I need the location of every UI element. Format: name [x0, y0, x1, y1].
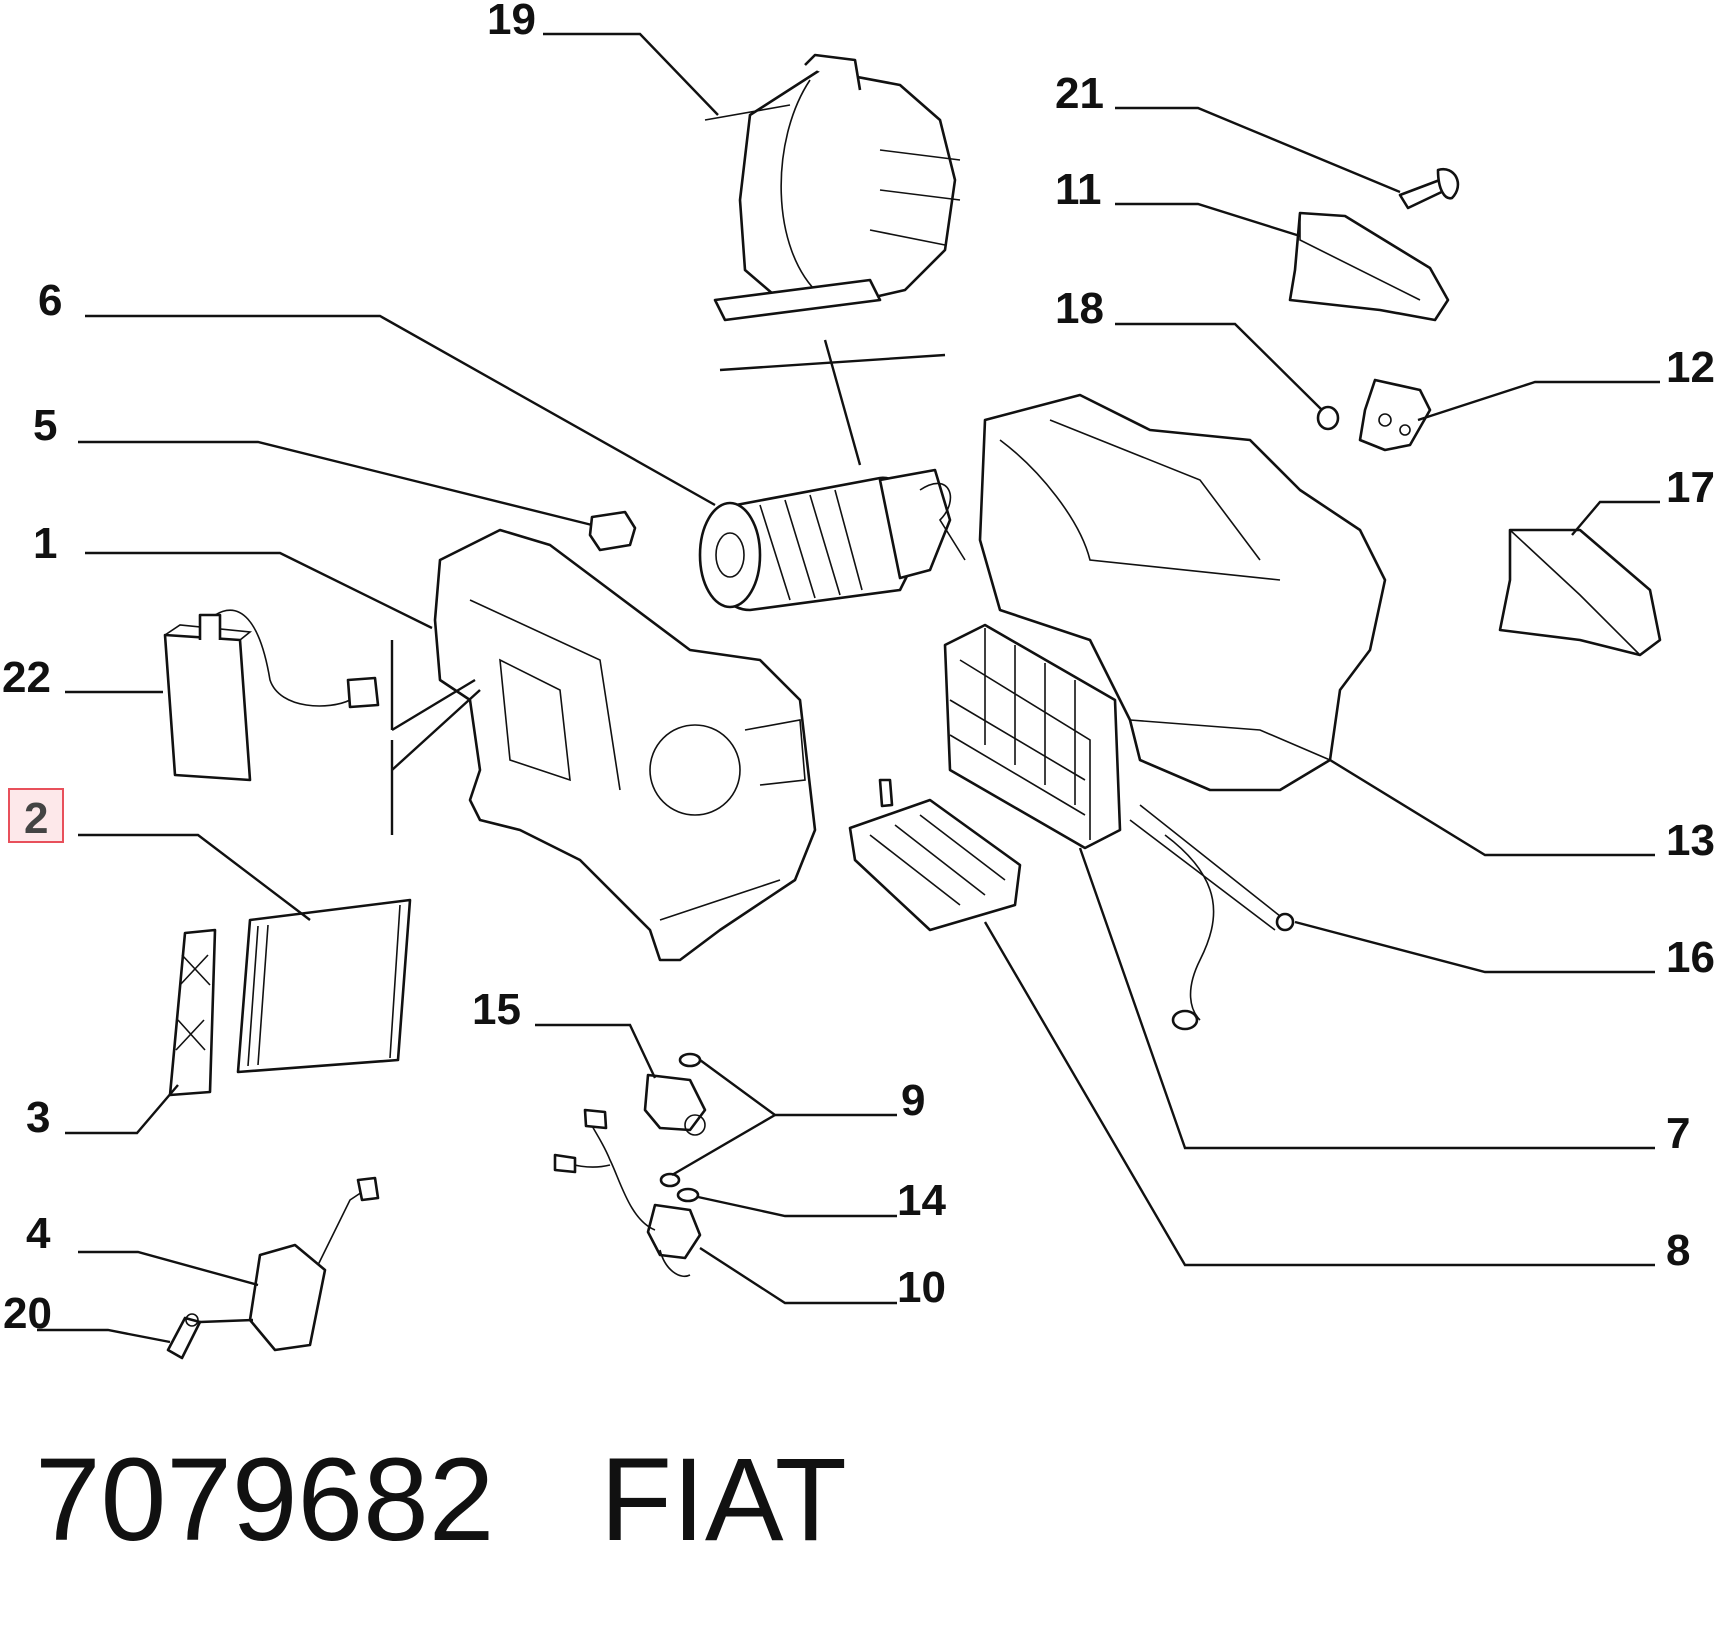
part-9-o-rings[interactable] [659, 1052, 702, 1188]
callout-19[interactable]: 19 [487, 0, 536, 44]
part-8-heater-core[interactable] [848, 778, 1022, 932]
callout-4[interactable]: 4 [26, 1209, 51, 1258]
callout-16[interactable]: 16 [1666, 933, 1715, 982]
callout-2[interactable]: 2 [24, 794, 48, 843]
callout-21[interactable]: 21 [1055, 69, 1104, 118]
part-1-heater-box[interactable] [433, 528, 817, 962]
part-2-cabin-filter[interactable] [236, 898, 412, 1074]
part-14-o-ring[interactable] [676, 1187, 700, 1203]
callout-12[interactable]: 12 [1666, 343, 1715, 392]
callout-15[interactable]: 15 [472, 985, 521, 1034]
callout-22[interactable]: 22 [2, 653, 51, 702]
part-6-blower-motor[interactable] [698, 468, 966, 612]
part-7-evaporator[interactable] [943, 623, 1122, 850]
callout-14[interactable]: 14 [897, 1176, 946, 1225]
callout-labels: 19 6 5 1 22 2 3 4 20 15 9 14 10 21 11 18… [2, 0, 1715, 1338]
part-16-pipes[interactable] [1129, 804, 1295, 1031]
part-17-cover-plate[interactable] [1498, 528, 1662, 657]
leader-lines [37, 32, 1660, 1344]
part-11-bracket[interactable] [1288, 211, 1450, 322]
callout-6[interactable]: 6 [38, 276, 62, 325]
part-21-screw[interactable] [1398, 167, 1460, 210]
callout-5[interactable]: 5 [33, 401, 57, 450]
part-10-sensor-harness[interactable] [553, 1108, 702, 1277]
part-22-module[interactable] [163, 609, 380, 782]
callout-11[interactable]: 11 [1055, 165, 1102, 214]
callout-13[interactable]: 13 [1666, 816, 1715, 865]
callout-3[interactable]: 3 [26, 1093, 50, 1142]
callout-7[interactable]: 7 [1666, 1109, 1690, 1158]
callout-1[interactable]: 1 [33, 519, 57, 568]
part-5-connector[interactable] [588, 510, 637, 552]
part-4-actuator[interactable] [248, 1176, 380, 1352]
callout-10[interactable]: 10 [897, 1263, 946, 1312]
part-13-heater-box-right[interactable] [978, 393, 1387, 792]
part-18-ring[interactable] [1316, 405, 1340, 431]
brand-name: FIAT [600, 1434, 847, 1566]
part-number: 7079682 [35, 1434, 494, 1566]
callout-9[interactable]: 9 [901, 1076, 925, 1125]
callout-17[interactable]: 17 [1666, 463, 1715, 512]
part-19-blower-cover[interactable] [704, 53, 961, 322]
callout-18[interactable]: 18 [1055, 284, 1104, 333]
part-20-lever[interactable] [166, 1313, 202, 1360]
part-15-valve[interactable] [643, 1073, 707, 1136]
callout-8[interactable]: 8 [1666, 1226, 1690, 1275]
callout-2-highlight [8, 788, 64, 843]
part-12-clip[interactable] [1358, 378, 1432, 452]
part-3-filter-cover[interactable] [168, 928, 217, 1097]
callout-20[interactable]: 20 [3, 1289, 52, 1338]
